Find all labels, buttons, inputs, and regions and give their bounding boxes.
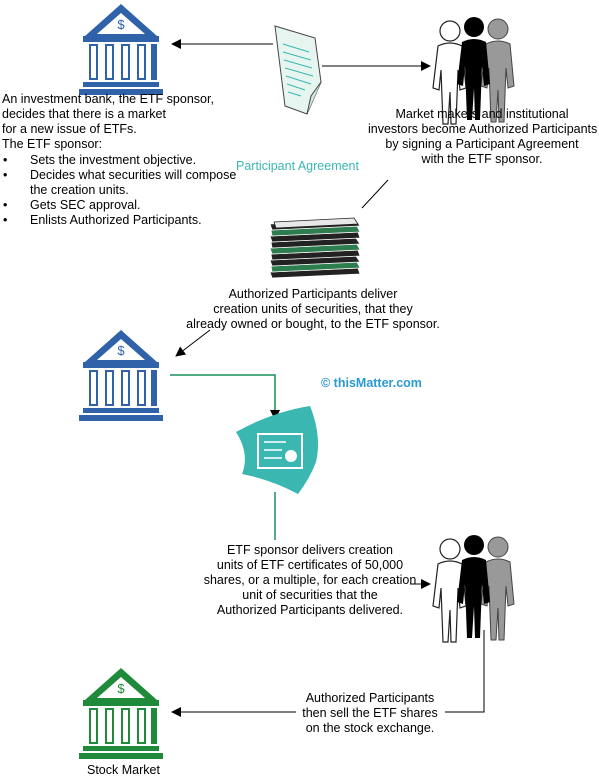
document-icon [274, 25, 322, 115]
participants-line: by signing a Participant Agreement [385, 137, 579, 151]
list-item-text: Sets the investment objective. [30, 153, 197, 167]
arrow-securities-to-sponsor [175, 329, 211, 357]
sell-shares-description: Authorized Participants then sell the ET… [294, 691, 446, 736]
list-item-text: the creation units. [30, 183, 129, 197]
stock-market-bank-icon: $ [79, 668, 163, 759]
bank-icon: $ [79, 4, 163, 95]
certificates-line: units of ETF certificates of 50,000 [216, 558, 404, 572]
certificate-icon [236, 406, 318, 494]
bank-dollar-sign: $ [117, 17, 125, 32]
sell-line: on the stock exchange. [305, 721, 435, 735]
participant-agreement-label: Participant Agreement [236, 159, 359, 173]
certificates-line: shares, or a multiple, for each creation [203, 573, 417, 587]
sponsor-line: decides that there is a market [2, 107, 166, 121]
deliver-line: creation units of securities, that they [213, 302, 413, 316]
agreement-connector-line [361, 179, 389, 209]
bullet: • [3, 213, 8, 227]
certificates-line: Authorized Participants delivered. [216, 603, 404, 617]
participants-line: investors become Authorized Participants [368, 122, 598, 136]
list-item-text: Decides what securities will compose [30, 168, 237, 182]
certificates-description: ETF sponsor delivers creation units of E… [196, 543, 424, 618]
participants-description: Market makers and institutional investor… [368, 107, 598, 167]
people-icon [432, 535, 515, 643]
paper-stack-icon [269, 217, 361, 279]
deliver-line: already owned or bought, to the ETF spon… [186, 317, 440, 331]
sponsor-line: The ETF sponsor: [2, 137, 103, 151]
list-item-text: Enlists Authorized Participants. [30, 213, 202, 227]
bank-icon: $ [79, 330, 163, 421]
sell-line: Authorized Participants [305, 691, 435, 705]
paper-sheet-top [273, 217, 359, 229]
bullet: • [3, 198, 8, 212]
deliver-securities-description: Authorized Participants deliver creation… [170, 287, 456, 332]
list-item: • Enlists Authorized Participants. [0, 213, 236, 228]
list-item: • Sets the investment objective. [0, 153, 236, 168]
bullet: • [3, 153, 8, 167]
participants-line: Market makers and institutional [395, 107, 569, 121]
line-sponsor-to-certificate [170, 374, 276, 412]
bank-dollar-sign: $ [117, 681, 125, 696]
sponsor-description: An investment bank, the ETF sponsor, dec… [2, 92, 214, 152]
deliver-line: Authorized Participants deliver [228, 287, 398, 301]
copyright-notice: © thisMatter.com [321, 376, 422, 390]
certificates-line: unit of securities that the [242, 588, 378, 602]
participants-line: with the ETF sponsor. [421, 152, 543, 166]
bank-dollar-sign: $ [117, 343, 125, 358]
list-item-text: Gets SEC approval. [30, 198, 141, 212]
sponsor-line: for a new issue of ETFs. [2, 122, 137, 136]
certificates-line: ETF sponsor delivers creation [226, 543, 394, 557]
line-participants-to-sell [445, 630, 485, 713]
sell-line: then sell the ETF shares [302, 706, 438, 720]
bullet: • [3, 168, 8, 182]
list-item: • Gets SEC approval. [0, 198, 236, 213]
sponsor-tasks-list: • Sets the investment objective. • Decides… [0, 153, 236, 228]
sponsor-line: An investment bank, the ETF sponsor, [2, 92, 214, 106]
stock-market-label: Stock Market [87, 763, 160, 777]
